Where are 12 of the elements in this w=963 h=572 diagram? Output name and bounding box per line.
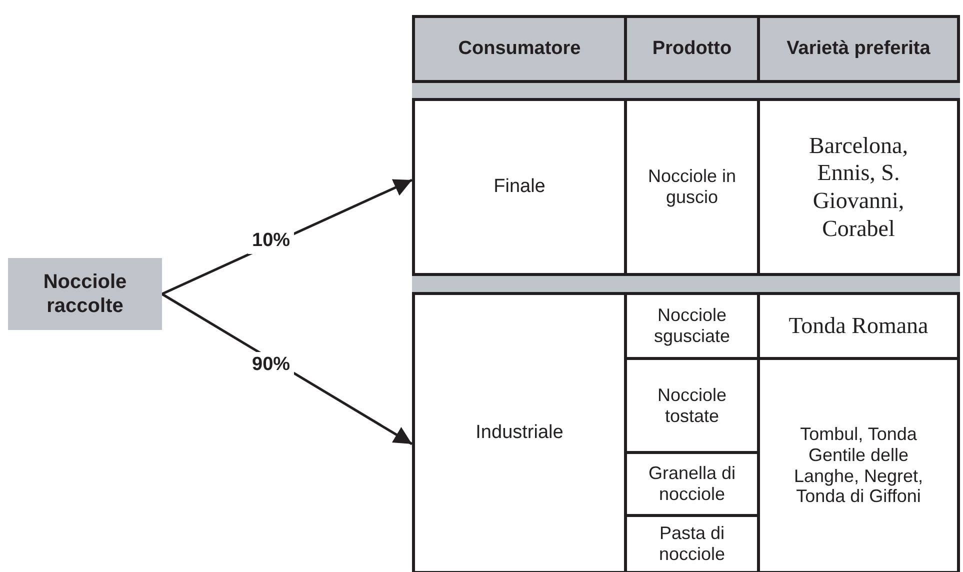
header-cell: Prodotto bbox=[624, 15, 760, 83]
table-band bbox=[412, 83, 960, 98]
table-band bbox=[412, 276, 960, 292]
source-box: Nocciole raccolte bbox=[8, 258, 162, 330]
table-cell: Barcelona, Ennis, S. Giovanni, Corabel bbox=[757, 98, 960, 276]
table-cell: Tonda Romana bbox=[757, 292, 960, 360]
table-cell: Finale bbox=[412, 98, 627, 276]
table-cell: Industriale bbox=[412, 292, 627, 572]
table-cell: Nocciole in guscio bbox=[624, 98, 760, 276]
table-cell: Tombul, Tonda Gentile delle Langhe, Negret, Tonda di Giffoni bbox=[757, 357, 960, 572]
header-cell: Consumatore bbox=[412, 15, 627, 83]
header-cell: Varietà preferita bbox=[757, 15, 960, 83]
